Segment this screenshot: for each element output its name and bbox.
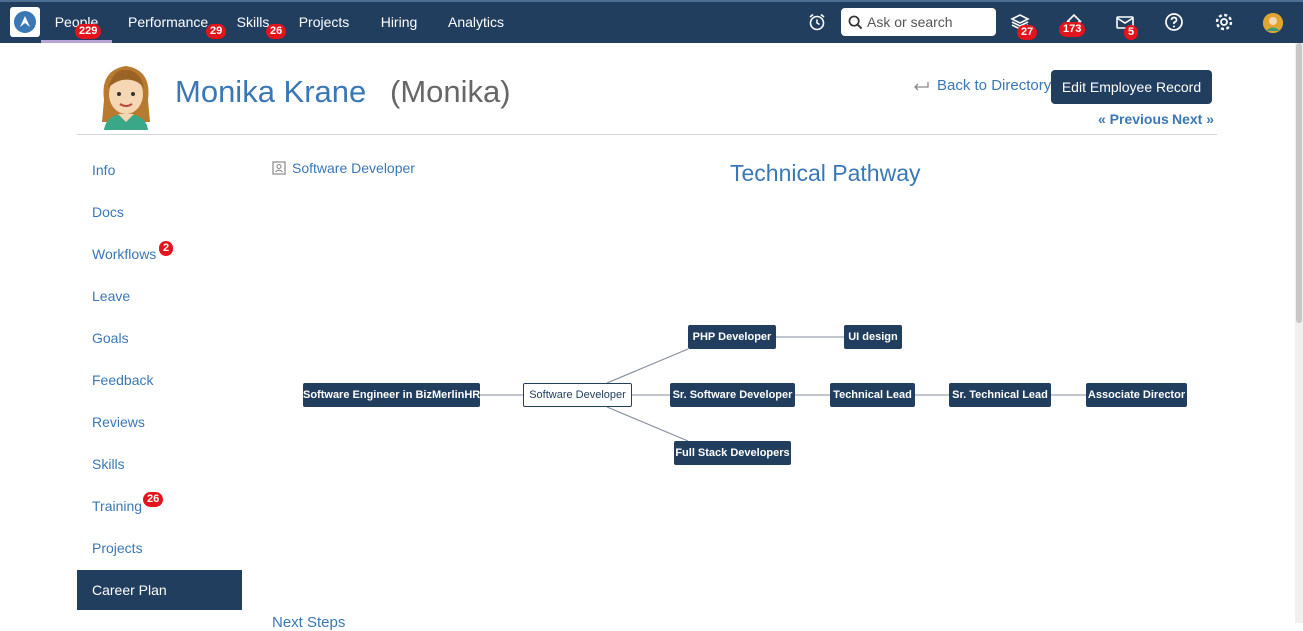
people-count-badge: 229: [75, 24, 102, 39]
performance-count-badge: 29: [206, 24, 227, 39]
workflows-count-badge: 2: [159, 241, 174, 256]
skills-count-badge: 26: [266, 24, 287, 39]
user-avatar[interactable]: [1263, 13, 1283, 33]
id-card-icon: [272, 161, 286, 175]
previous-link[interactable]: « Previous: [1098, 111, 1169, 127]
sidebar-item-docs[interactable]: Docs: [77, 192, 242, 232]
sidebar-item-label: Projects: [92, 540, 143, 556]
alerts-count-badge: 173: [1059, 22, 1086, 37]
graph-edge: [606, 348, 689, 384]
sidebar-item-label: Info: [92, 162, 116, 178]
back-to-directory-label: Back to Directory: [937, 77, 1052, 94]
top-navbar: People 229 Performance 29 Skills 26 Proj…: [0, 0, 1303, 43]
logo-icon: [14, 11, 36, 33]
search-icon: [848, 15, 863, 29]
nav-performance[interactable]: Performance: [128, 2, 208, 43]
nav-hiring-label: Hiring: [380, 14, 418, 30]
back-to-directory-link[interactable]: Back to Directory: [912, 77, 1051, 94]
sidebar-item-skills[interactable]: Skills: [77, 444, 242, 484]
sidebar-item-projects[interactable]: Projects: [77, 528, 242, 568]
messages-count-badge: 5: [1124, 25, 1139, 40]
graph-edge: [606, 406, 689, 442]
sidebar-item-label: Workflows: [92, 246, 157, 262]
career-node-sr-technical-lead[interactable]: Sr. Technical Lead: [949, 383, 1051, 407]
nav-hiring[interactable]: Hiring: [378, 2, 420, 43]
scrollbar-thumb[interactable]: [1296, 43, 1302, 323]
nav-performance-label: Performance: [128, 14, 209, 30]
nav-analytics[interactable]: Analytics: [446, 2, 506, 43]
sidebar-item-label: Docs: [92, 204, 124, 220]
help-icon[interactable]: [1163, 11, 1185, 33]
nav-skills[interactable]: Skills: [236, 2, 270, 43]
sidebar-item-label: Feedback: [92, 372, 154, 388]
sidebar-item-feedback[interactable]: Feedback: [77, 360, 242, 400]
sidebar-item-label: Leave: [92, 288, 131, 304]
career-node-associate-director[interactable]: Associate Director: [1086, 383, 1187, 407]
search-placeholder: Ask or search: [867, 14, 953, 30]
career-node-php-developer[interactable]: PHP Developer: [688, 325, 776, 349]
sidebar-item-reviews[interactable]: Reviews: [77, 402, 242, 442]
employee-avatar-icon: [102, 66, 150, 130]
sidebar-item-training[interactable]: Training: [77, 486, 242, 526]
sidebar-item-label: Training: [92, 498, 143, 514]
app-logo[interactable]: [10, 7, 40, 37]
current-role-link[interactable]: Software Developer: [272, 160, 415, 176]
nav-skills-label: Skills: [236, 14, 270, 30]
sidebar-item-info[interactable]: Info: [77, 150, 242, 190]
nav-projects[interactable]: Projects: [298, 2, 350, 43]
nav-analytics-label: Analytics: [447, 14, 505, 30]
nav-projects-label: Projects: [298, 14, 350, 30]
sidebar-item-workflows[interactable]: Workflows: [77, 234, 242, 274]
current-role-label: Software Developer: [292, 160, 415, 176]
sidebar-item-goals[interactable]: Goals: [77, 318, 242, 358]
user-avatar-icon: [1263, 13, 1283, 33]
employee-avatar: [92, 60, 160, 130]
settings-gear-icon[interactable]: [1213, 11, 1235, 33]
sidebar-item-label: Skills: [92, 456, 125, 472]
training-count-badge: 26: [143, 492, 164, 507]
page-scrollbar[interactable]: [1295, 43, 1303, 623]
edit-employee-record-button[interactable]: Edit Employee Record: [1051, 70, 1212, 104]
employee-name: Monika Krane: [175, 74, 367, 109]
career-node-software-engineer[interactable]: Software Engineer in BizMerlinHR: [303, 383, 480, 407]
career-node-ui-design[interactable]: UI design: [844, 325, 902, 349]
career-node-full-stack-developers[interactable]: Full Stack Developers: [674, 441, 791, 465]
header-divider: [77, 134, 1217, 135]
sidebar-item-label: Goals: [92, 330, 129, 346]
sidebar-item-leave[interactable]: Leave: [77, 276, 242, 316]
alarm-clock-icon[interactable]: [806, 11, 828, 33]
employee-nickname: (Monika): [390, 74, 511, 109]
pathway-title: Technical Pathway: [730, 160, 921, 186]
sidebar-item-career-plan[interactable]: Career Plan: [77, 570, 242, 610]
sidebar-item-label: Career Plan: [92, 582, 167, 598]
search-input[interactable]: Ask or search: [841, 8, 996, 36]
return-arrow-icon: [914, 81, 929, 90]
career-node-technical-lead[interactable]: Technical Lead: [830, 383, 915, 407]
next-link[interactable]: Next »: [1172, 111, 1215, 127]
career-node-sr-software-developer[interactable]: Sr. Software Developer: [670, 383, 795, 407]
career-node-software-developer[interactable]: Software Developer: [523, 383, 632, 407]
sidebar-item-label: Reviews: [92, 414, 145, 430]
courses-count-badge: 27: [1017, 25, 1038, 40]
